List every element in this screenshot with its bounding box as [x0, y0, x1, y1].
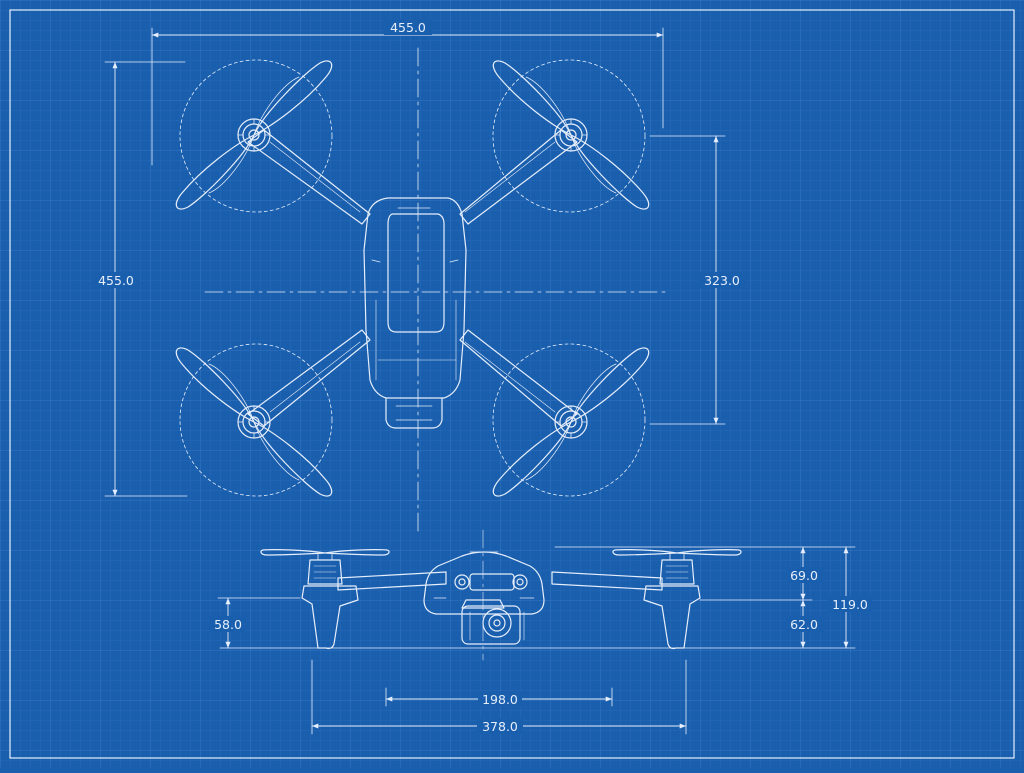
- front-motors: [307, 552, 695, 585]
- front-legs: [301, 585, 701, 650]
- drawing-border: [9, 9, 1015, 759]
- prop-sweep-circles: [179, 59, 646, 497]
- drone-body: [363, 197, 467, 429]
- label-outer-width: 378.0: [482, 719, 518, 734]
- label-top-width: 455.0: [390, 20, 426, 35]
- label-total-height: 119.0: [832, 597, 868, 612]
- top-view: [104, 27, 726, 536]
- label-leg-height: 58.0: [214, 617, 242, 632]
- label-upper-height: 69.0: [790, 568, 818, 583]
- label-lower-height: 62.0: [790, 617, 818, 632]
- front-body: [423, 551, 545, 615]
- label-inner-width: 198.0: [482, 692, 518, 707]
- dimension-labels: 455.0 455.0 323.0 69.0 62.0 119.0 58.0 1…: [92, 19, 872, 734]
- gimbal-camera: [461, 599, 525, 645]
- label-left-height: 455.0: [98, 273, 134, 288]
- label-motor-spacing: 323.0: [704, 273, 740, 288]
